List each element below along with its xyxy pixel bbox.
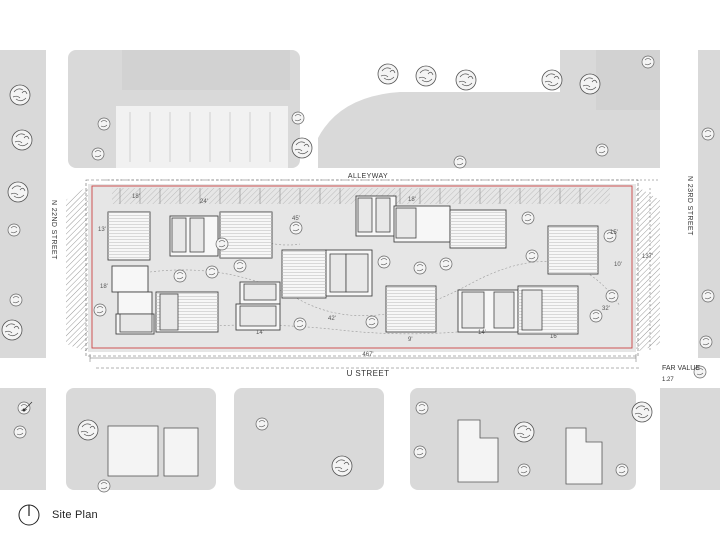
- dim-overall-length: 467': [362, 352, 373, 358]
- dim-14a: 14': [256, 330, 264, 336]
- dim-18-w: 18': [100, 284, 108, 290]
- north-compass-icon: [18, 504, 40, 526]
- dim-10: 10': [614, 262, 622, 268]
- dimension-lines: [89, 179, 660, 369]
- dim-24: 24': [200, 199, 208, 205]
- dim-13: 13': [98, 227, 106, 233]
- drawing-title: Site Plan: [52, 509, 98, 521]
- north-blocks: [0, 50, 720, 358]
- dim-9: 9': [408, 337, 412, 343]
- dim-14b: 14': [478, 330, 486, 336]
- north-arrow-icon: [22, 401, 33, 412]
- south-blocks: [0, 388, 720, 490]
- far-value: 1.27: [662, 377, 674, 383]
- street-label-west: N 22ND STREET: [50, 200, 57, 260]
- dim-18-n: 18': [408, 197, 416, 203]
- drawing-footer: Site Plan: [18, 500, 98, 530]
- street-label-south: U STREET: [347, 369, 390, 378]
- dim-15: 15': [610, 230, 618, 236]
- dim-18-nw: 18': [132, 194, 140, 200]
- dim-32: 32': [602, 306, 610, 312]
- street-label-north: ALLEYWAY: [348, 173, 388, 180]
- dim-16: 16': [550, 334, 558, 340]
- site-buildings: [107, 195, 599, 335]
- dim-45: 45': [292, 216, 300, 222]
- far-label: FAR VALUE: [662, 365, 700, 372]
- dim-depth: 137': [642, 254, 653, 260]
- dim-42: 42': [328, 316, 336, 322]
- street-label-east: N 23RD STREET: [686, 176, 693, 236]
